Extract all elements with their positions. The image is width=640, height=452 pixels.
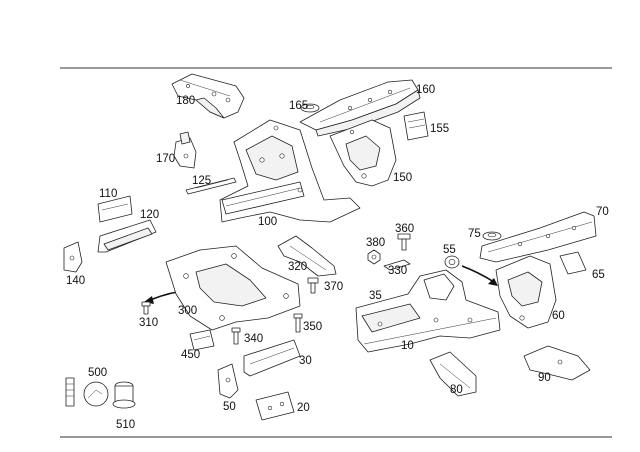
part-330[interactable] <box>383 259 411 271</box>
part-110[interactable] <box>97 195 133 223</box>
callout-330: 330 <box>388 265 407 277</box>
part-510[interactable] <box>112 381 136 409</box>
callout-30: 30 <box>299 355 312 367</box>
callout-80: 80 <box>450 384 463 396</box>
part-100[interactable] <box>219 119 361 223</box>
part-70[interactable] <box>479 211 597 263</box>
callout-155: 155 <box>430 123 449 135</box>
callout-150: 150 <box>393 172 412 184</box>
callout-120: 120 <box>140 209 159 221</box>
callout-370: 370 <box>324 281 343 293</box>
part-370[interactable] <box>307 277 319 294</box>
part-350[interactable] <box>293 313 303 333</box>
part-500[interactable] <box>65 377 109 407</box>
callout-100: 100 <box>258 216 277 228</box>
callout-110: 110 <box>99 188 117 200</box>
part-450[interactable] <box>189 329 215 351</box>
callout-450: 450 <box>181 349 200 361</box>
part-150[interactable] <box>329 119 397 187</box>
callout-20: 20 <box>297 402 310 414</box>
part-65[interactable] <box>559 251 587 275</box>
callout-510: 510 <box>116 419 135 431</box>
callout-140: 140 <box>66 275 85 287</box>
callout-65: 65 <box>592 269 605 281</box>
part-125[interactable] <box>185 177 237 195</box>
callout-340: 340 <box>244 333 263 345</box>
callout-75: 75 <box>468 228 481 240</box>
part-300[interactable] <box>165 245 301 331</box>
callout-320: 320 <box>288 261 307 273</box>
part-30[interactable] <box>243 339 301 377</box>
part-310[interactable] <box>141 301 151 315</box>
callout-500: 500 <box>88 367 107 379</box>
part-90[interactable] <box>523 345 591 381</box>
callout-350: 350 <box>303 321 322 333</box>
part-50[interactable] <box>217 363 239 399</box>
callout-360: 360 <box>395 223 414 235</box>
part-340[interactable] <box>231 327 241 345</box>
callout-50: 50 <box>223 401 236 413</box>
part-380[interactable] <box>367 249 381 265</box>
callout-160: 160 <box>416 84 435 96</box>
part-75[interactable] <box>482 231 502 241</box>
part-180[interactable] <box>171 73 245 119</box>
arrowhead-60 <box>488 278 498 286</box>
part-360[interactable] <box>397 233 411 251</box>
callout-10: 10 <box>401 340 414 352</box>
callout-125: 125 <box>192 175 211 187</box>
part-55[interactable] <box>444 255 460 269</box>
arrow-to-60 <box>461 265 495 283</box>
callout-310: 310 <box>139 317 158 329</box>
part-120[interactable] <box>97 219 157 253</box>
part-160[interactable] <box>299 79 421 137</box>
callout-380: 380 <box>366 237 385 249</box>
part-170[interactable] <box>173 131 197 169</box>
callout-60: 60 <box>552 310 565 322</box>
part-320[interactable] <box>277 235 337 277</box>
callout-55: 55 <box>443 244 456 256</box>
callout-170: 170 <box>156 153 175 165</box>
part-155[interactable] <box>403 111 429 141</box>
callout-90: 90 <box>538 372 551 384</box>
callout-300: 300 <box>178 305 197 317</box>
callout-180: 180 <box>176 95 195 107</box>
part-60[interactable] <box>495 255 557 329</box>
part-80[interactable] <box>429 351 477 397</box>
part-20[interactable] <box>255 391 295 421</box>
part-165[interactable] <box>300 103 320 113</box>
part-10[interactable] <box>355 269 501 353</box>
wrench-icon <box>83 381 109 407</box>
callout-165: 165 <box>289 100 308 112</box>
callout-35: 35 <box>369 290 382 302</box>
part-140[interactable] <box>63 241 83 273</box>
callout-labels: 180 165 160 155 170 150 125 110 120 100 … <box>66 84 609 431</box>
callout-70: 70 <box>596 206 609 218</box>
